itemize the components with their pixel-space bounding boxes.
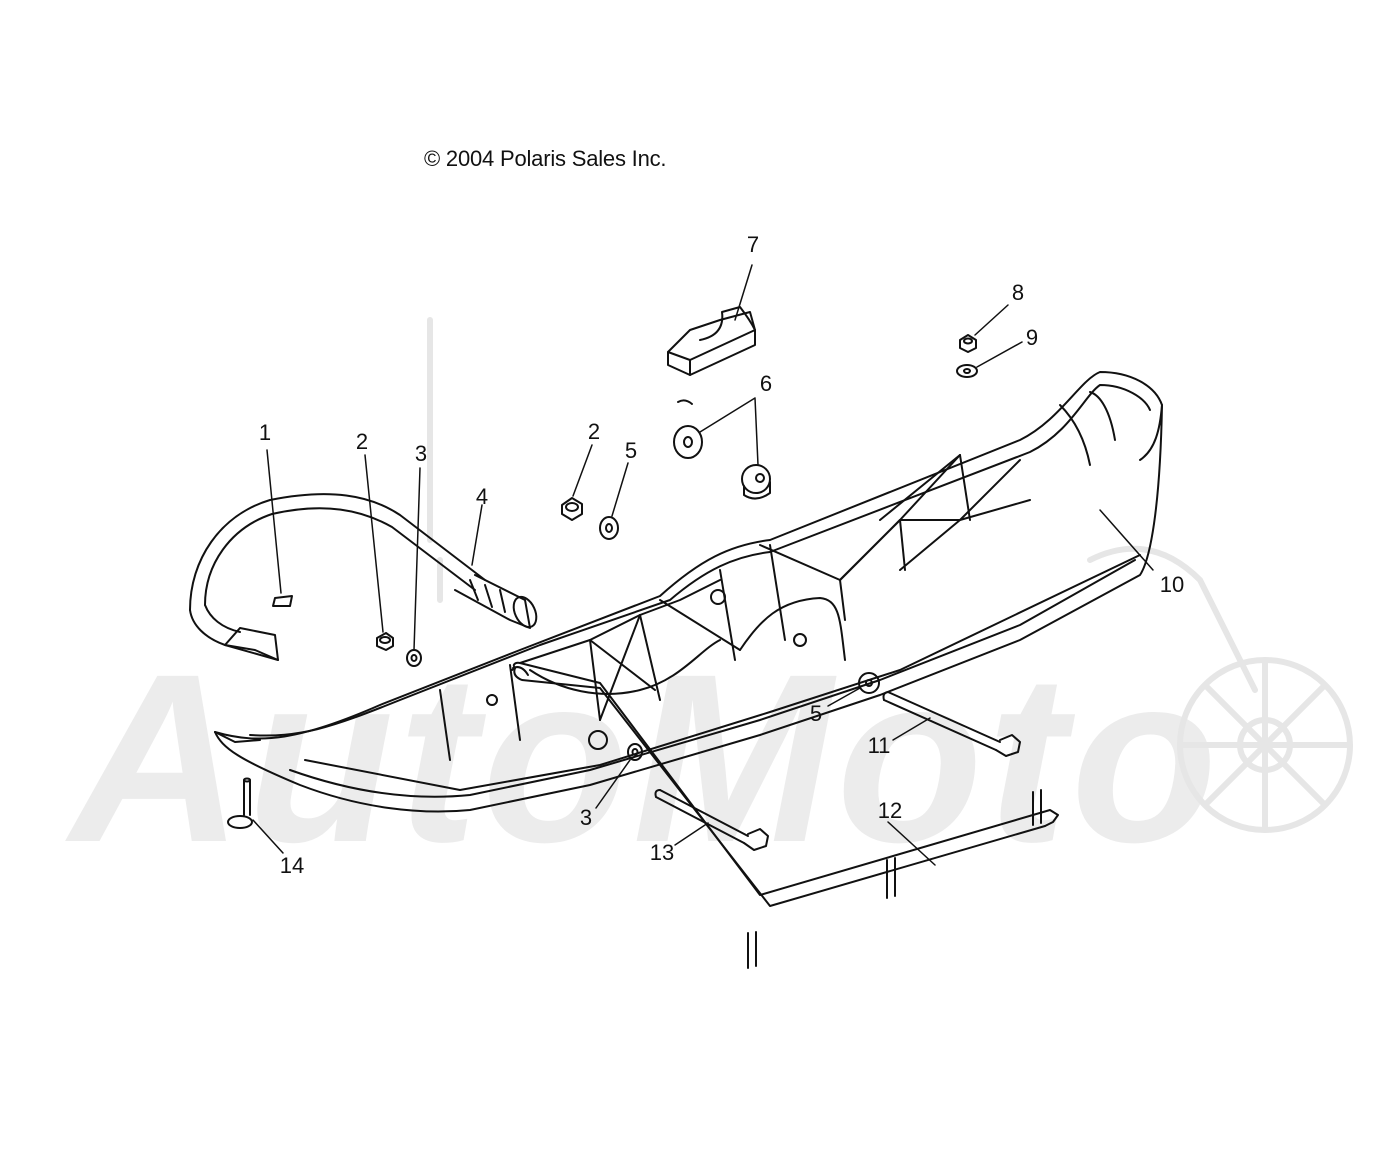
ski-body: [214, 371, 1163, 813]
part-5-washer-a: [599, 516, 619, 540]
part-6-bushing-b: [741, 464, 771, 500]
callout-5: 5: [624, 438, 638, 463]
leader-lines: [252, 264, 1154, 866]
callout-2: 2: [587, 419, 601, 444]
ski-loop: [189, 493, 538, 661]
callout-12: 12: [877, 798, 903, 823]
part-6-bushing-a: [673, 399, 703, 459]
callout-8: 8: [1011, 280, 1025, 305]
callout-13: 13: [649, 840, 675, 865]
part-12-runner: [511, 661, 1059, 969]
part-5-washer-b: [858, 672, 880, 694]
part-11-bolt: [882, 691, 1021, 757]
part-2-nut-a: [376, 632, 394, 651]
part-3-washer-a: [406, 649, 422, 667]
callout-10: 10: [1159, 572, 1185, 597]
callout-3: 3: [414, 441, 428, 466]
callout-4: 4: [475, 484, 489, 509]
part-14-rivet: [227, 777, 253, 829]
callout-11: 11: [867, 733, 891, 758]
part-13-bolt: [654, 789, 769, 851]
part-9-washer: [956, 364, 978, 378]
callout-2: 2: [355, 429, 369, 454]
part-7-saddle-block: [667, 306, 756, 376]
part-2-nut-b: [561, 497, 583, 521]
callout-1: 1: [258, 420, 272, 445]
part-8-nut: [959, 334, 977, 353]
copyright-text: © 2004 Polaris Sales Inc.: [424, 146, 667, 171]
part-1-clip: [272, 595, 293, 607]
callout-3: 3: [579, 805, 593, 830]
callout-14: 14: [279, 853, 305, 878]
callout-6: 6: [759, 371, 773, 396]
callout-5: 5: [809, 701, 823, 726]
part-3-washer-b: [627, 743, 643, 761]
callout-9: 9: [1025, 325, 1039, 350]
callout-7: 7: [746, 232, 760, 257]
watermark-logo: AutoMoto: [70, 624, 1222, 892]
watermark-graphic: [427, 317, 1353, 833]
